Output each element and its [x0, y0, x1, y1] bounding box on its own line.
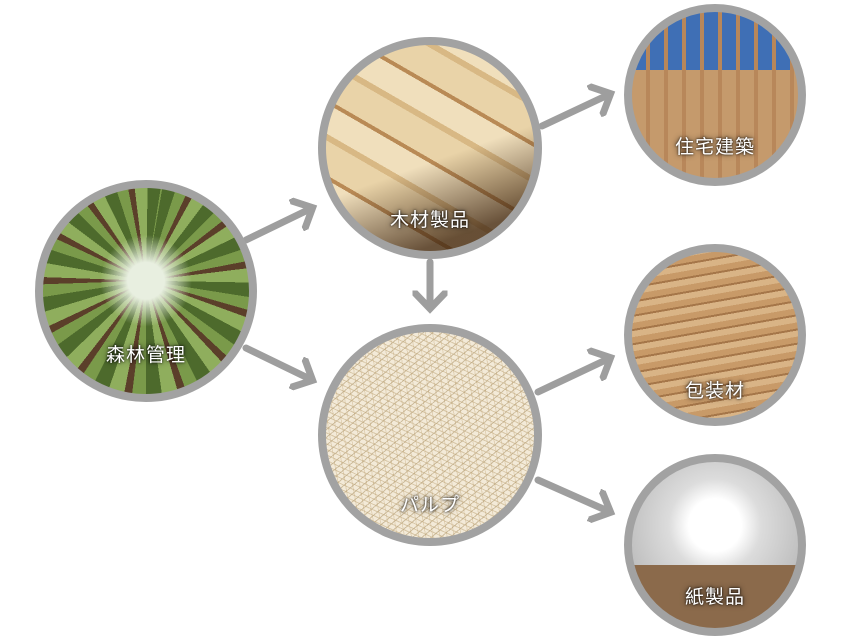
arrow-forest-to-lumber [242, 208, 312, 244]
node-pulp: パルプ [318, 324, 542, 546]
node-forest-management: 森林管理 [35, 180, 257, 402]
node-label: パルプ [399, 494, 460, 516]
node-label: 住宅建築 [674, 136, 755, 158]
node-packaging: 包装材 [624, 244, 806, 426]
node-label: 木材製品 [389, 209, 470, 231]
node-label: 紙製品 [684, 586, 745, 608]
arrow-lumber-to-house [538, 94, 610, 130]
node-label: 包装材 [684, 380, 745, 402]
node-label: 森林管理 [105, 344, 186, 366]
node-paper-products: 紙製品 [624, 454, 806, 636]
arrow-pulp-to-paper [534, 476, 610, 512]
arrow-forest-to-pulp [242, 344, 312, 380]
arrow-pulp-to-packaging [534, 358, 610, 396]
node-wood-products: 木材製品 [318, 37, 542, 259]
node-house-construction: 住宅建築 [624, 4, 806, 186]
